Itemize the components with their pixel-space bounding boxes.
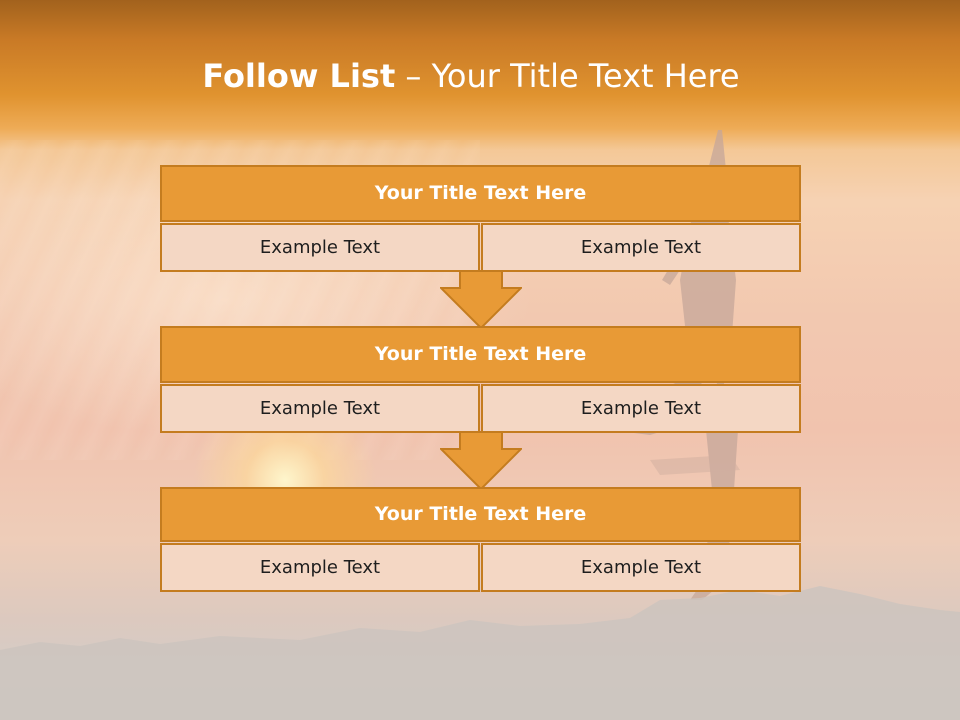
list-block-3: Your Title Text Here Example Text Exampl… (160, 487, 801, 592)
list-block-left-cell: Example Text (160, 384, 480, 433)
list-block-title: Your Title Text Here (160, 326, 801, 383)
down-arrow-icon (440, 431, 522, 491)
list-block-row: Example Text Example Text (160, 384, 801, 433)
list-block-row: Example Text Example Text (160, 223, 801, 272)
list-block-2: Your Title Text Here Example Text Exampl… (160, 326, 801, 433)
down-arrow-icon (440, 270, 522, 330)
list-block-left-cell: Example Text (160, 543, 480, 592)
slide-title: Follow List – Your Title Text Here (0, 54, 942, 98)
ground-silhouette-image (0, 586, 960, 720)
list-block-title: Your Title Text Here (160, 165, 801, 222)
list-block-left-cell: Example Text (160, 223, 480, 272)
slide-title-rest: – Your Title Text Here (395, 57, 740, 95)
list-block-right-cell: Example Text (481, 223, 801, 272)
list-block-row: Example Text Example Text (160, 543, 801, 592)
list-block-1: Your Title Text Here Example Text Exampl… (160, 165, 801, 272)
list-block-title: Your Title Text Here (160, 487, 801, 542)
list-block-right-cell: Example Text (481, 543, 801, 592)
list-block-right-cell: Example Text (481, 384, 801, 433)
slide-title-bold: Follow List (202, 57, 396, 95)
